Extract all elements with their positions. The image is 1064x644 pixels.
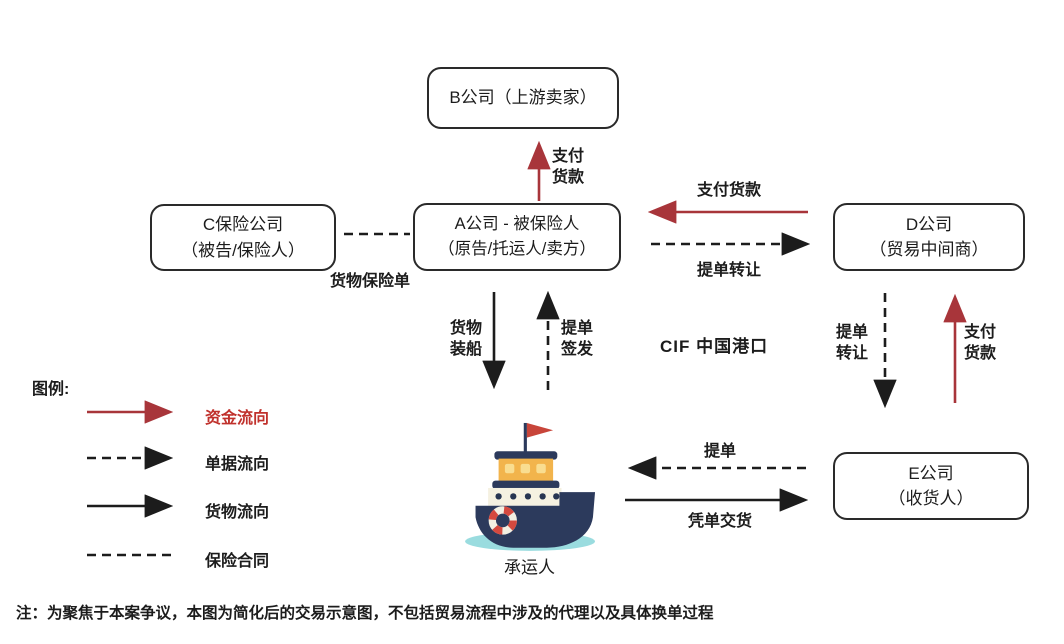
label-bl-transfer-d-to-e: 提单 转让 (836, 324, 869, 362)
footnote: 注：为聚焦于本案争议，本图为简化后的交易示意图，不包括贸易流程中涉及的代理以及具… (16, 605, 714, 622)
ship-icon (465, 422, 596, 551)
legend-item-goods-flow: 货物流向 (205, 504, 270, 521)
carrier-label: 承运人 (504, 558, 555, 577)
label-goods-loading: 货物 装船 (450, 320, 483, 358)
label-delivery-against-documents: 凭单交货 (687, 513, 752, 530)
node-company-c: C保险公司 （被告/保险人） (150, 204, 336, 271)
label-bl-issue: 提单 签发 (561, 320, 594, 358)
label-cargo-insurance-policy: 货物保险单 (330, 273, 411, 290)
legend-item-money-flow: 资金流向 (205, 410, 270, 427)
label-payment-d-to-a: 支付货款 (696, 182, 761, 199)
legend-item-document-flow: 单据流向 (205, 456, 270, 473)
legend-item-insurance-contract: 保险合同 (205, 553, 270, 570)
label-bl-transfer-a-to-d: 提单转让 (696, 262, 761, 279)
node-company-e: E公司 （收货人） (833, 452, 1029, 520)
node-company-d: D公司 （贸易中间商） (833, 203, 1025, 271)
label-payment-a-to-b: 支付 货款 (552, 148, 585, 186)
legend-title: 图例: (32, 381, 70, 398)
label-bl-e-to-ship: 提单 (703, 443, 736, 460)
node-company-b: B公司（上游卖家） (427, 67, 619, 129)
label-cif-china-port: CIF 中国港口 (660, 337, 769, 356)
node-company-a: A公司 - 被保险人 （原告/托运人/卖方） (413, 203, 621, 271)
label-payment-e-to-d: 支付 货款 (964, 324, 997, 362)
